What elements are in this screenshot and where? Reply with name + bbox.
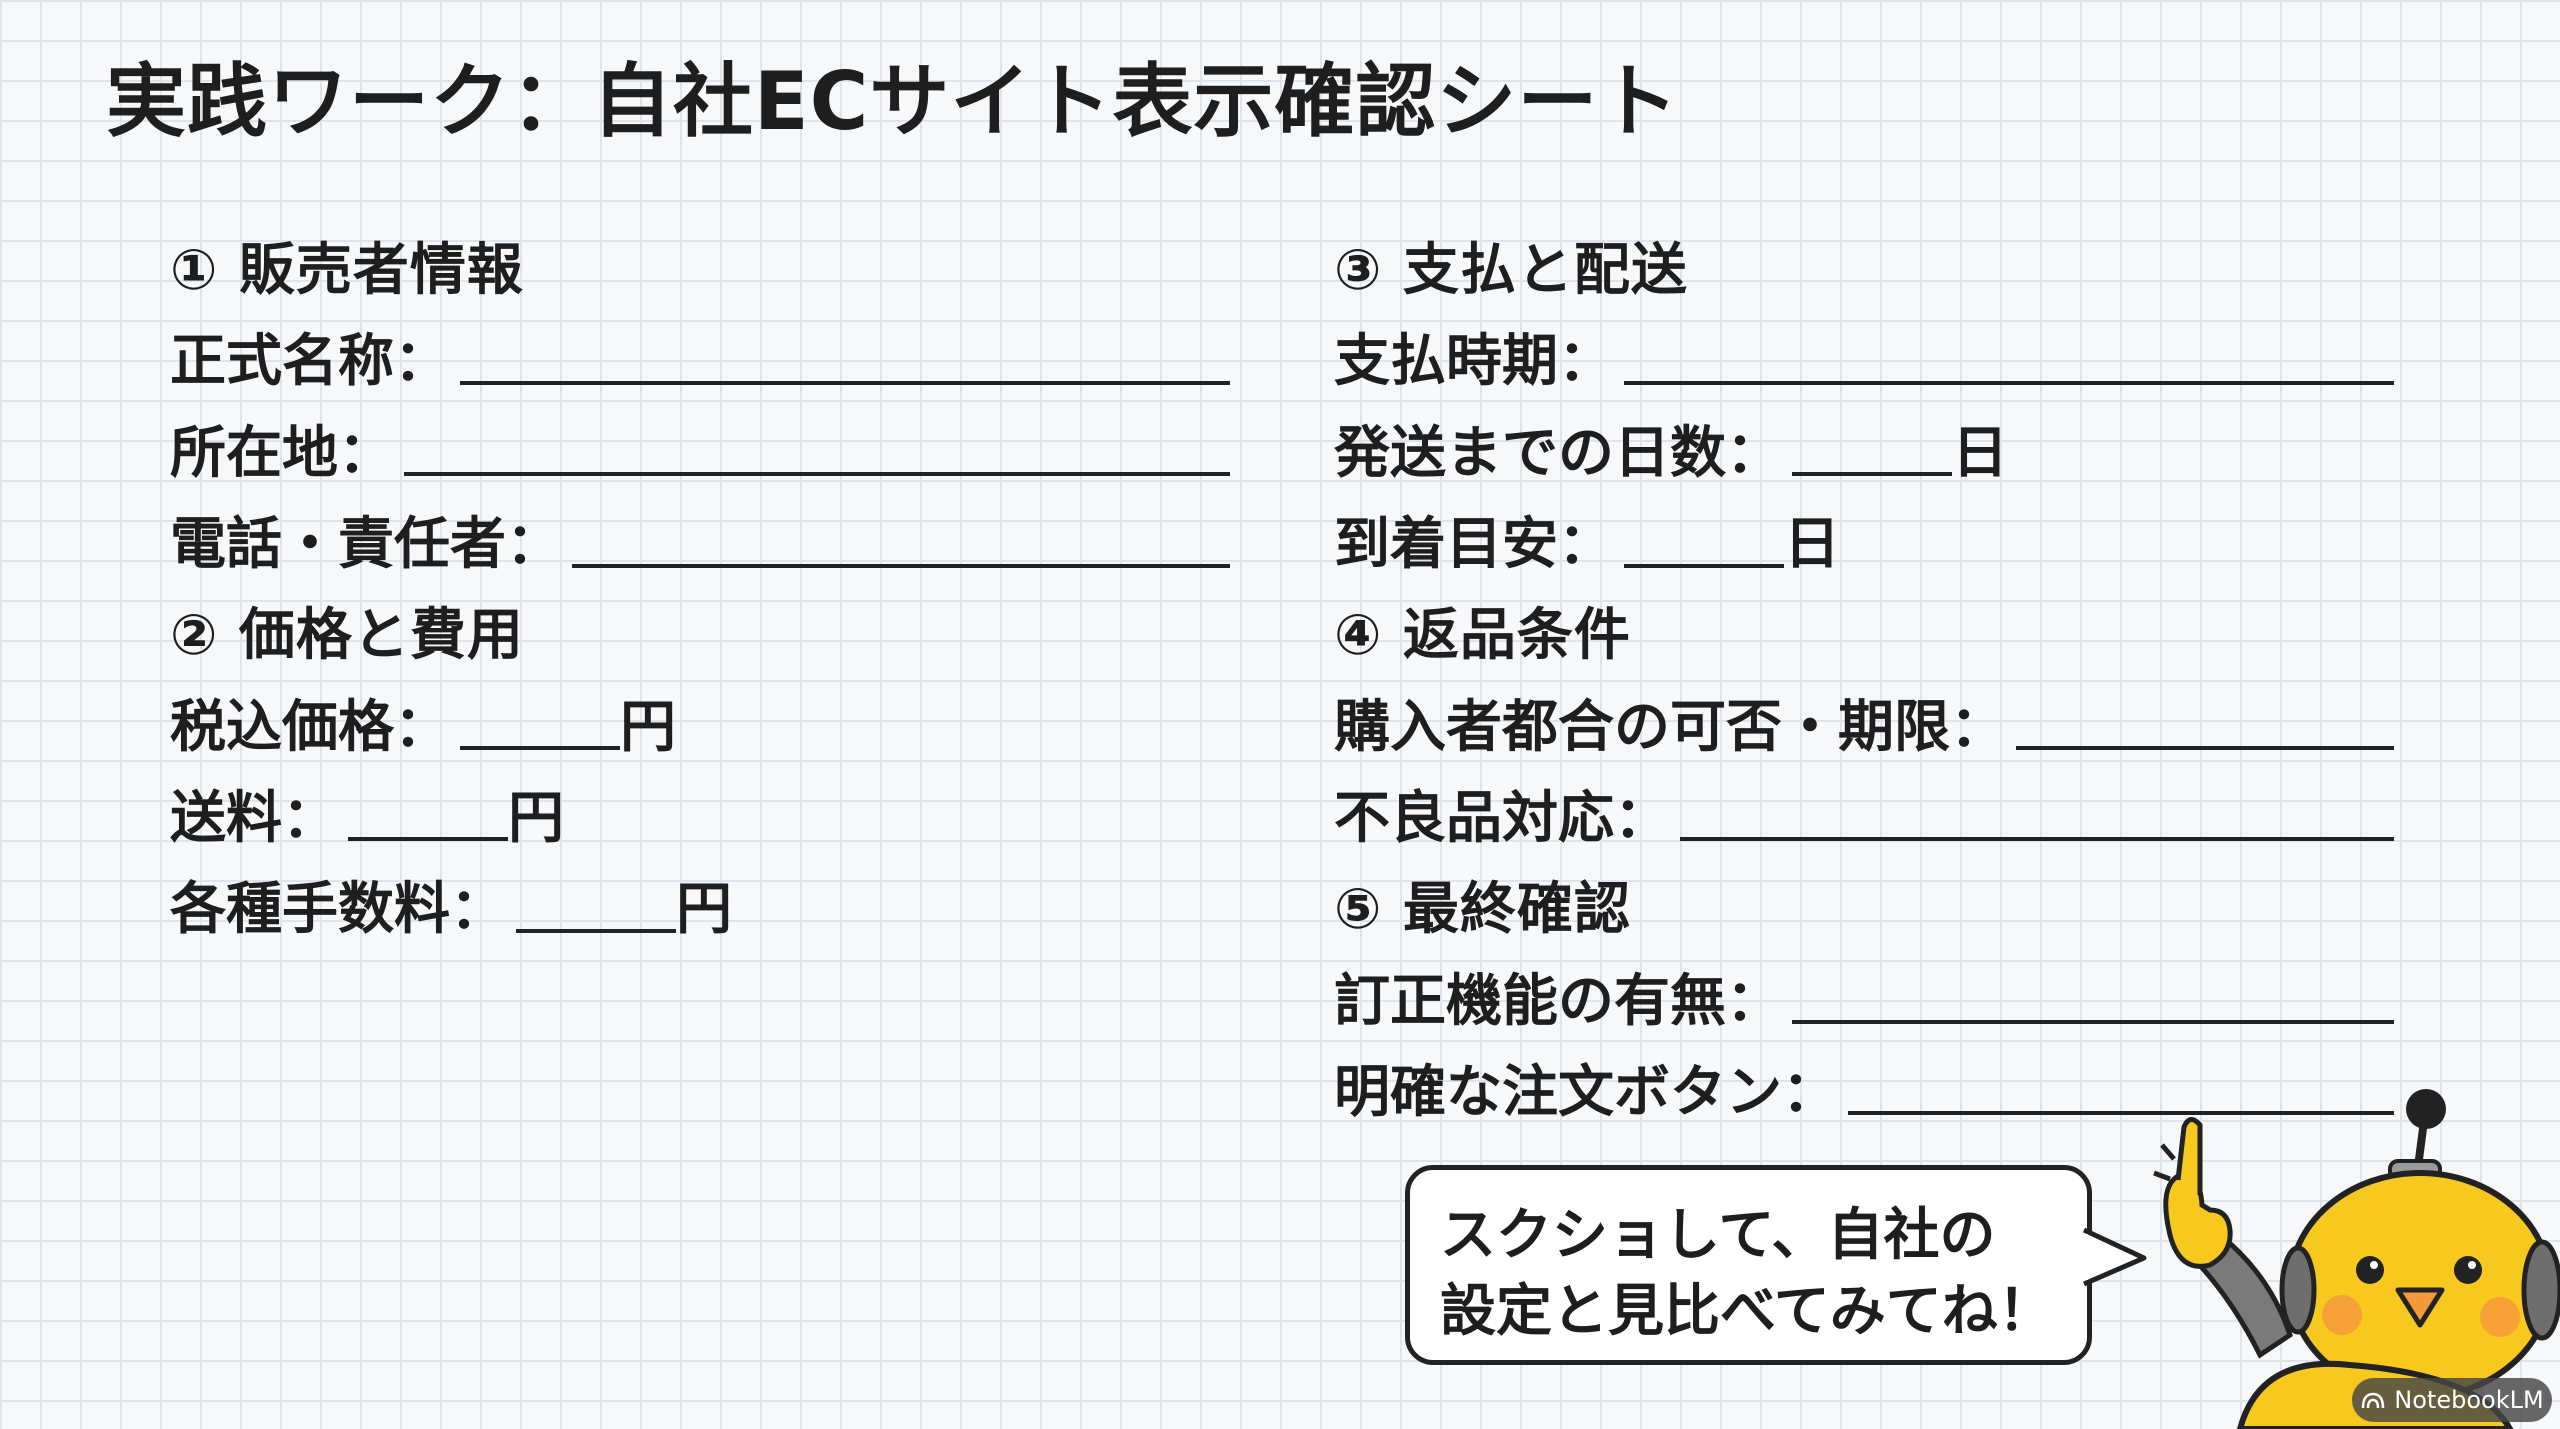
tax-price-unit: 円	[620, 694, 676, 760]
other-fees-label: 各種手数料：	[170, 877, 506, 943]
notebooklm-icon	[2362, 1392, 2385, 1409]
right-column: ③ 支払と配送 支払時期： 発送までの日数： 日 到着目安： 日 ④ 返品条件 …	[1334, 220, 2394, 1133]
final-check-heading-label: ⑤ 最終確認	[1334, 877, 1631, 943]
buyer-return-blank	[2016, 694, 2394, 751]
arrival-estimate-blank	[1624, 512, 1784, 568]
other-fees-unit: 円	[676, 877, 732, 943]
address-label: 所在地：	[170, 420, 394, 486]
buyer-return-label: 購入者都合の可否・期限：	[1334, 694, 2006, 760]
payment-timing-row: 支払時期：	[1334, 311, 2394, 402]
official-name-blank	[460, 329, 1230, 385]
arrival-estimate-label: 到着目安：	[1334, 512, 1614, 578]
order-button-label: 明確な注文ボタン：	[1334, 1059, 1838, 1125]
arrival-estimate-unit: 日	[1784, 512, 1840, 578]
tax-price-row: 税込価格： 円	[170, 676, 1230, 767]
final-check-heading: ⑤ 最終確認	[1334, 859, 2394, 950]
correction-function-label: 訂正機能の有無：	[1334, 968, 1782, 1034]
speech-bubble-line-2: 設定と見比べてみてね！	[1440, 1279, 2054, 1344]
shipping-fee-unit: 円	[508, 785, 564, 851]
shipping-fee-label: 送料：	[170, 785, 338, 851]
days-to-ship-unit: 日	[1952, 420, 2008, 486]
phone-person-label: 電話・責任者：	[170, 512, 562, 578]
official-name-row: 正式名称：	[170, 311, 1230, 402]
tax-price-blank	[460, 694, 620, 751]
seller-info-heading: ① 販売者情報	[170, 220, 1230, 311]
price-fees-heading-label: ② 価格と費用	[170, 603, 524, 669]
return-conditions-heading: ④ 返品条件	[1334, 585, 2394, 676]
phone-person-row: 電話・責任者：	[170, 494, 1230, 585]
defect-handling-blank	[1680, 785, 2394, 842]
arrival-estimate-row: 到着目安： 日	[1334, 494, 2394, 585]
days-to-ship-label: 発送までの日数：	[1334, 420, 1782, 486]
speech-bubble: スクショして、自社の 設定と見比べてみてね！	[1405, 1165, 2092, 1365]
days-to-ship-row: 発送までの日数： 日	[1334, 403, 2394, 494]
days-to-ship-blank	[1792, 420, 1952, 477]
speech-bubble-tail	[2080, 1227, 2147, 1287]
order-button-blank	[1848, 1059, 2394, 1116]
buyer-return-row: 購入者都合の可否・期限：	[1334, 676, 2394, 767]
order-button-row: 明確な注文ボタン：	[1334, 1042, 2394, 1133]
official-name-label: 正式名称：	[170, 329, 450, 395]
defect-handling-label: 不良品対応：	[1334, 785, 1670, 851]
payment-timing-label: 支払時期：	[1334, 329, 1614, 395]
left-column: ① 販売者情報 正式名称： 所在地： 電話・責任者： ② 価格と費用 税込価格：…	[170, 220, 1230, 950]
payment-delivery-heading: ③ 支払と配送	[1334, 220, 2394, 311]
correction-function-blank	[1792, 968, 2394, 1025]
shipping-fee-blank	[348, 785, 508, 842]
speech-bubble-line-1: スクショして、自社の	[1440, 1203, 1996, 1268]
other-fees-blank	[516, 877, 676, 933]
page-title: 実践ワーク：自社ECサイト表示確認シート	[106, 55, 1680, 148]
other-fees-row: 各種手数料： 円	[170, 859, 1230, 950]
return-conditions-heading-label: ④ 返品条件	[1334, 603, 1631, 669]
defect-handling-row: 不良品対応：	[1334, 768, 2394, 859]
tax-price-label: 税込価格：	[170, 694, 450, 760]
notebooklm-label: NotebookLM	[2394, 1386, 2544, 1414]
address-blank	[404, 420, 1230, 477]
seller-info-heading-label: ① 販売者情報	[170, 238, 524, 304]
shipping-fee-row: 送料： 円	[170, 768, 1230, 859]
phone-person-blank	[572, 512, 1230, 568]
correction-function-row: 訂正機能の有無：	[1334, 950, 2394, 1041]
payment-timing-blank	[1624, 329, 2394, 385]
notebooklm-watermark: NotebookLM	[2352, 1378, 2552, 1422]
price-fees-heading: ② 価格と費用	[170, 585, 1230, 676]
payment-delivery-heading-label: ③ 支払と配送	[1334, 238, 1688, 304]
address-row: 所在地：	[170, 403, 1230, 494]
